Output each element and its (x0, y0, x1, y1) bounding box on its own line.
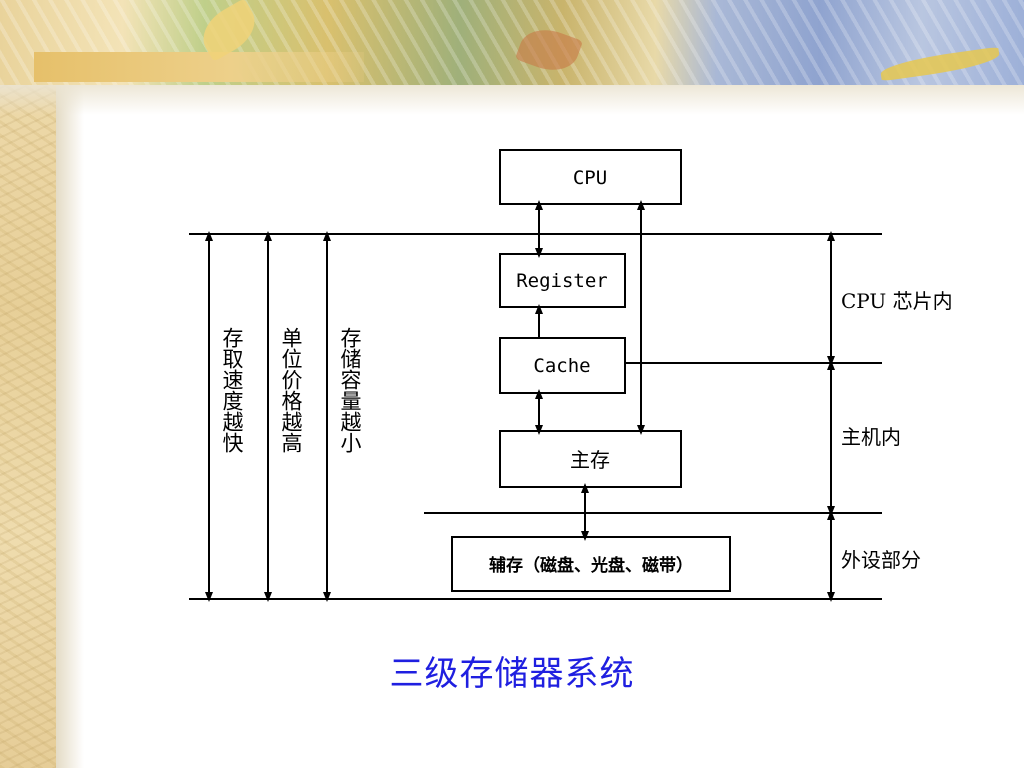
main-memory-label: 主存 (570, 448, 610, 472)
cache-label: Cache (533, 355, 590, 377)
auxiliary-label: 辅存（磁盘、光盘、磁带） (489, 555, 693, 576)
auxiliary-box (451, 536, 731, 592)
top-decorative-banner (0, 0, 1024, 85)
cpu-label: CPU (573, 167, 607, 189)
region-chip-label: CPU 芯片内 (841, 289, 953, 313)
slide-caption: 三级存储器系统 (389, 654, 635, 694)
diagram-panel: CPU Register Cache 主存 辅存（磁盘、光盘、磁带） 存取速度越… (144, 137, 1024, 615)
cpu-box (499, 149, 682, 205)
register-box (499, 253, 626, 308)
cache-box (499, 337, 626, 394)
memory-hierarchy-diagram: CPU Register Cache 主存 辅存（磁盘、光盘、磁带） 存取速度越… (189, 149, 953, 602)
region-peripheral-label: 外设部分 (841, 548, 921, 572)
leaf-decoration (514, 21, 584, 79)
trend-capacity-label: 存储容量越小 (338, 327, 362, 453)
main-memory-box (499, 430, 682, 488)
banner-fade (0, 85, 1024, 115)
banner-band (34, 52, 364, 82)
leaf-decoration (879, 46, 1001, 82)
region-host-label: 主机内 (841, 425, 901, 449)
trend-speed-label: 存取速度越快 (220, 327, 244, 453)
left-decorative-strip (0, 0, 56, 768)
register-label: Register (516, 270, 608, 292)
left-shadow (56, 85, 84, 768)
trend-price-label: 单位价格越高 (279, 327, 303, 453)
